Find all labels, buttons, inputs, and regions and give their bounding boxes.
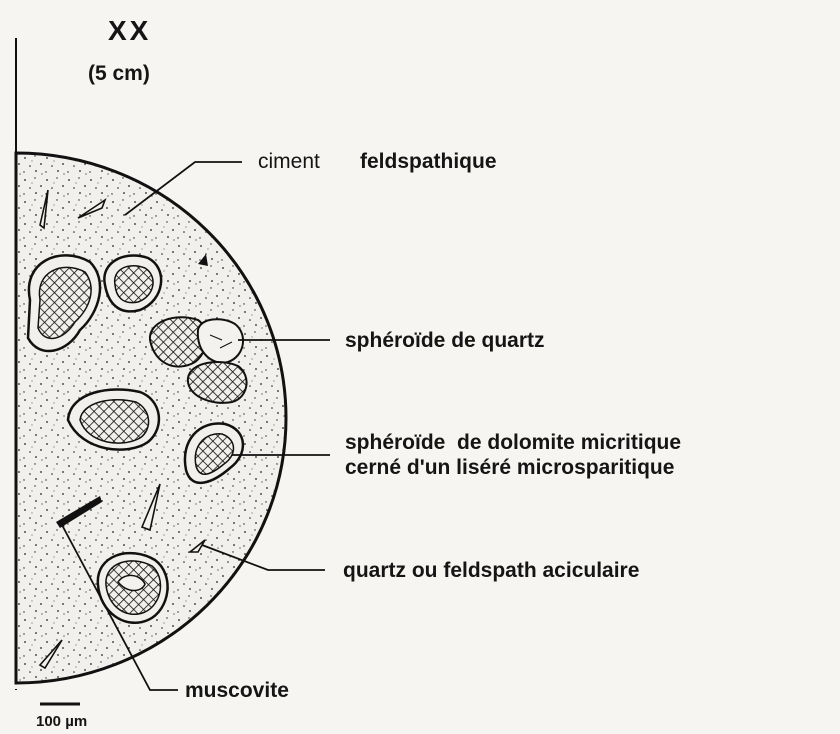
- dolomite-spheroid-2: [104, 256, 161, 312]
- label-quartz-spheroid: sphéroïde de quartz: [345, 329, 545, 352]
- scale-bar: 100 µm: [36, 704, 87, 730]
- sample-id: XX: [108, 15, 151, 46]
- label-ciment: ciment: [258, 150, 320, 173]
- label-feldspathique: feldspathique: [360, 150, 497, 173]
- sample-depth: (5 cm): [88, 62, 150, 85]
- label-acicular: quartz ou feldspath aciculaire: [343, 559, 639, 582]
- scale-bar-label: 100 µm: [36, 713, 87, 730]
- label-muscovite: muscovite: [185, 679, 289, 702]
- label-dolomite-line2: cerné d'un liséré microsparitique: [345, 456, 674, 479]
- label-dolomite-line1: sphéroïde de dolomite micritique: [345, 431, 681, 454]
